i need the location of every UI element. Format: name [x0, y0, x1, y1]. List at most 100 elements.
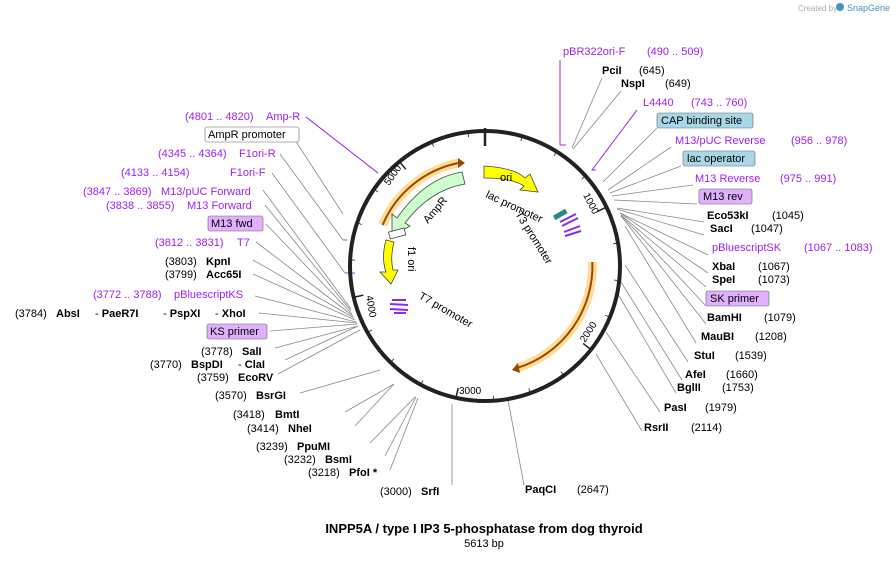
maubi-site: MauBI(1208) [701, 331, 787, 343]
m13-puc-reverse-label: M13/pUC Reverse(956 .. 978) [675, 135, 847, 147]
bsrgi-site: (3570)BsrGI [215, 390, 286, 402]
ruler-tick [582, 342, 592, 351]
bsmi-site: (3232)BsmI [284, 454, 352, 466]
eco53ki-site: Eco53kI(1045) [707, 210, 804, 222]
cap-binding-site-label: CAP binding site [661, 115, 742, 127]
xbai-site: XbaI(1067) [712, 261, 790, 273]
ring-ruler [350, 131, 620, 401]
f1-ori-label: f1 ori [405, 247, 417, 271]
orf-arrowhead-top [458, 158, 465, 168]
pbr322ori-f-label: pBR322ori-F(490 .. 509) [563, 46, 703, 58]
m13-puc-forward-label: (3847 .. 3869)M13/pUC Forward [83, 186, 251, 198]
ruler-tick [467, 132, 469, 138]
rsrii-site: RsrII(2114) [644, 422, 722, 434]
ruler-tick [605, 314, 611, 318]
ruler-tick [353, 294, 364, 299]
ecorv-site: (3759)EcoRV [197, 372, 274, 384]
ruler-tick [560, 371, 565, 376]
sali-site: (3778)SalI [201, 346, 262, 358]
ruler-tick [581, 175, 586, 180]
lac-promoter-label: lac promoter [484, 189, 545, 226]
orf-arrow-top [381, 162, 459, 226]
f1ori-f-label: (4133 .. 4154)F1ori-F [121, 167, 266, 179]
sk-primer-box[interactable] [705, 290, 770, 307]
sk-primer-label: SK primer [710, 293, 759, 305]
ampr-feature-arrow[interactable] [391, 171, 466, 237]
nhei-site: (3414)NheI [247, 423, 312, 435]
bglii-site: BglII(1753) [677, 382, 754, 394]
ori-feature-arrow[interactable] [483, 165, 539, 193]
ruler-tick [455, 387, 459, 399]
m13-rev-box[interactable] [698, 188, 753, 205]
l4440-label: L4440(743 .. 760) [643, 97, 747, 109]
tick-label-3000: 3000 [459, 386, 482, 397]
nspi-site: NspI(649) [621, 78, 691, 90]
bamhi-site: BamHI(1079) [707, 312, 796, 324]
ruler-tick [520, 136, 523, 142]
saci-site: SacI(1047) [710, 223, 783, 235]
paqci-site: PaqCI(2647) [525, 484, 609, 496]
ppumi-site: (3239)PpuMI [256, 441, 330, 453]
leader-lines [252, 60, 709, 486]
tick-label-4000: 4000 [363, 295, 378, 319]
orf-arrowhead-right [512, 363, 520, 373]
afei-site: AfeI(1660) [685, 369, 758, 381]
lac-operator-mark[interactable] [552, 208, 568, 221]
ruler-tick [613, 242, 619, 245]
orf-arrow-right [516, 261, 594, 369]
ruler-tick [431, 141, 434, 147]
absi-xhoi-site: (3784)AbsI - PaeR7I - PspXI - XhoI [15, 308, 246, 320]
ruler-tick [398, 161, 407, 170]
m13-fwd-label: M13 fwd [211, 218, 253, 230]
ruler-tick [420, 380, 424, 385]
map-size: 5613 bp [464, 538, 504, 550]
m13-forward-label: (3838 .. 3855)M13 Forward [106, 200, 252, 212]
tick-label-5000: 5000 [382, 163, 404, 188]
amp-r-label: (4801 .. 4820)Amp-R [185, 111, 300, 123]
f1-ori-feature-arrow[interactable] [379, 239, 399, 285]
ruler-tick [553, 151, 558, 157]
credit-brand: SnapGene [847, 3, 890, 13]
ruler-tick [367, 329, 373, 333]
ruler-tick [390, 358, 395, 363]
t7-promoter-label: T7 promoter [417, 290, 475, 331]
ks-primer-label: KS primer [210, 326, 259, 338]
spei-site: SpeI(1073) [712, 274, 790, 286]
stui-site: StuI(1539) [694, 350, 767, 362]
f1ori-r-label: (4345 .. 4364)F1ori-R [158, 148, 276, 160]
ampr-promoter-label-box[interactable] [204, 126, 300, 143]
ruler-tick [356, 222, 362, 225]
kpni-site: (3803)KpnI [165, 256, 230, 268]
ampr-promoter-box[interactable] [388, 227, 407, 240]
lac-operator-box[interactable] [682, 150, 756, 167]
bmti-site: (3418)BmtI [233, 409, 299, 421]
pcii-site: PciI(645) [602, 65, 665, 77]
map-title: INPP5A / type I IP3 5-phosphatase from d… [325, 521, 642, 536]
pfoi-site: (3218)PfoI * [308, 467, 378, 479]
ori-label: ori [500, 172, 512, 184]
primer-marks-right [559, 213, 582, 237]
ruler-tick [597, 206, 607, 213]
m13-reverse-label: M13 Reverse(975 .. 991) [695, 173, 836, 185]
ruler-tick [373, 188, 379, 193]
srfi-site: (3000)SrfI [380, 486, 439, 498]
pbluescriptsk-label: pBluescriptSK(1067 .. 1083) [712, 242, 873, 254]
primer-leaders [305, 60, 638, 274]
pasi-site: PasI(1979) [664, 402, 737, 414]
ks-primer-box[interactable] [206, 323, 268, 340]
snapgene-logo-icon [836, 3, 844, 11]
cap-binding-site-box[interactable] [656, 112, 754, 129]
lac-operator-label: lac operator [687, 153, 745, 165]
primer-marks-left [389, 299, 409, 314]
bspdi-clai-site: (3770)BspDI - ClaI [150, 359, 265, 371]
ruler-tick [528, 388, 531, 394]
acc65i-site: (3799)Acc65I [165, 269, 241, 281]
ampr-promoter-label: AmpR promoter [208, 129, 286, 141]
credit-created-by: Created by [798, 4, 837, 13]
tick-label-1000: 1000 [580, 191, 600, 216]
t7-label: (3812 .. 3831)T7 [155, 237, 250, 249]
m13-fwd-box[interactable] [207, 215, 264, 232]
m13-rev-label: M13 rev [703, 191, 743, 203]
ruler-tick [614, 279, 620, 281]
